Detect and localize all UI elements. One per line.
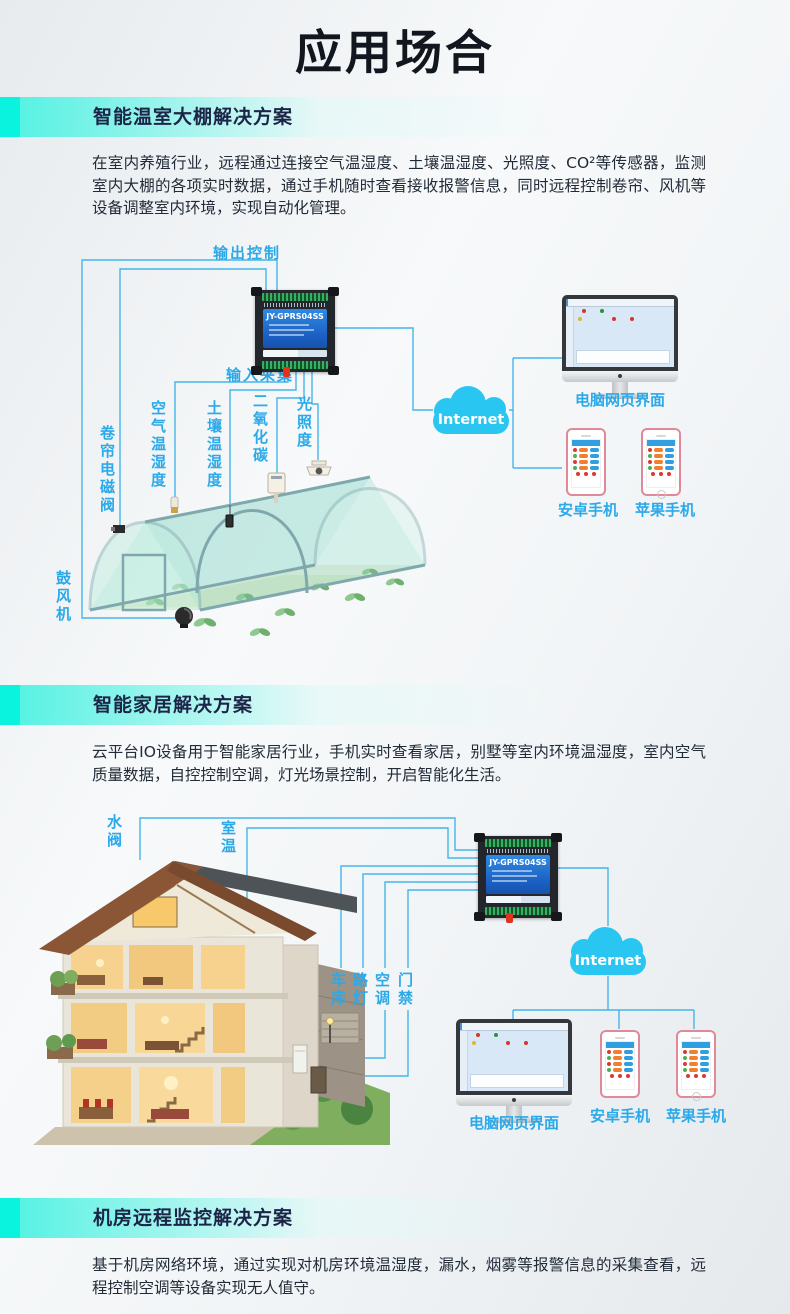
section-header-server-room: 机房远程监控解决方案 bbox=[0, 1198, 790, 1238]
accent-gradient bbox=[20, 97, 565, 137]
section-title-smart-home: 智能家居解决方案 bbox=[93, 694, 254, 716]
section-body-smart-home: 云平台IO设备用于智能家居行业，手机实时查看家居，别墅等室内环境温湿度，室内空气… bbox=[92, 743, 706, 784]
terminal-strip-bottom bbox=[485, 907, 551, 915]
home-button-icon bbox=[656, 490, 666, 499]
house-illustration bbox=[33, 861, 390, 1145]
air-conditioner-label: 空调 bbox=[373, 972, 391, 1008]
pc-monitor bbox=[456, 1019, 572, 1123]
section-header-smart-home: 智能家居解决方案 bbox=[0, 685, 790, 725]
pc-web-ui-label: 电脑网页界面 bbox=[574, 391, 665, 409]
page-title: 应用场合 bbox=[295, 26, 495, 81]
garage-label: 车库 bbox=[329, 972, 347, 1008]
internet-cloud: Internet bbox=[570, 926, 646, 978]
terminal-strip-top bbox=[485, 839, 551, 847]
android-phone bbox=[600, 1030, 640, 1098]
device-model-label: JY-GPRS04SS bbox=[266, 312, 324, 321]
section-header-greenhouse: 智能温室大棚解决方案 bbox=[0, 97, 790, 137]
section-title-greenhouse: 智能温室大棚解决方案 bbox=[93, 106, 294, 128]
section-body-server-room: 基于机房网络环境，通过实现对机房环境温湿度，漏水，烟雾等报警信息的采集查看，远程… bbox=[92, 1256, 706, 1297]
section-title-server-room: 机房远程监控解决方案 bbox=[93, 1207, 294, 1229]
air-temp-humidity-label: 空气温湿度 bbox=[149, 400, 167, 490]
connection-lines bbox=[81, 259, 562, 619]
light-label: 光照度 bbox=[295, 396, 313, 450]
co2-label: 二氧化碳 bbox=[251, 393, 269, 465]
internet-label: Internet bbox=[437, 412, 505, 428]
greenhouse-diagram: 输出控制 输入采集 卷帘电磁阀 空气温湿度 土壤温湿度 二氧化碳 光照度 鼓风机… bbox=[0, 240, 790, 685]
accent-gradient bbox=[20, 685, 565, 725]
curtain-valve-label: 卷帘电磁阀 bbox=[98, 425, 116, 515]
apple-logo-icon bbox=[618, 374, 622, 378]
room-temp-label: 室温 bbox=[219, 820, 237, 856]
accent-gradient bbox=[20, 1198, 565, 1238]
iphone-label: 苹果手机 bbox=[665, 1107, 726, 1125]
accent-square bbox=[0, 685, 20, 725]
blower-label: 鼓风机 bbox=[54, 570, 72, 624]
internet-cloud: Internet bbox=[433, 385, 509, 437]
antenna-connector bbox=[283, 367, 290, 377]
section-body-greenhouse: 在室内养殖行业，远程通过连接空气温湿度、土壤温湿度、光照度、CO²等传感器，监测… bbox=[92, 154, 706, 217]
pc-monitor bbox=[562, 295, 678, 399]
antenna-connector bbox=[506, 913, 513, 923]
pc-web-ui-label: 电脑网页界面 bbox=[468, 1114, 559, 1132]
greenhouse-illustration bbox=[88, 460, 427, 638]
door-access-label: 门禁 bbox=[396, 972, 414, 1008]
accent-square bbox=[0, 97, 20, 137]
output-control-label: 输出控制 bbox=[213, 244, 282, 262]
street-lamp-label: 路灯 bbox=[351, 972, 369, 1008]
water-valve-label: 水阀 bbox=[105, 814, 123, 850]
internet-label: Internet bbox=[574, 953, 642, 969]
terminal-strip-top bbox=[262, 293, 328, 301]
io-module-device: JY-GPRS04SS bbox=[251, 287, 339, 377]
apple-logo-icon bbox=[512, 1098, 516, 1102]
accent-square bbox=[0, 1198, 20, 1238]
android-phone-label: 安卓手机 bbox=[557, 501, 618, 519]
device-model-label: JY-GPRS04SS bbox=[489, 858, 547, 867]
iphone bbox=[676, 1030, 716, 1101]
soil-temp-humidity-label: 土壤温湿度 bbox=[205, 400, 223, 490]
smart-home-diagram: 水阀 室温 车库 路灯 空调 门禁 JY-GPRS04SS Internet bbox=[0, 790, 790, 1198]
iphone-label: 苹果手机 bbox=[634, 501, 695, 519]
android-phone-label: 安卓手机 bbox=[589, 1107, 650, 1125]
io-module-device: JY-GPRS04SS bbox=[474, 833, 562, 923]
iphone bbox=[641, 428, 681, 499]
android-phone bbox=[566, 428, 606, 496]
terminal-strip-bottom bbox=[262, 361, 328, 369]
home-button-icon bbox=[691, 1092, 701, 1101]
